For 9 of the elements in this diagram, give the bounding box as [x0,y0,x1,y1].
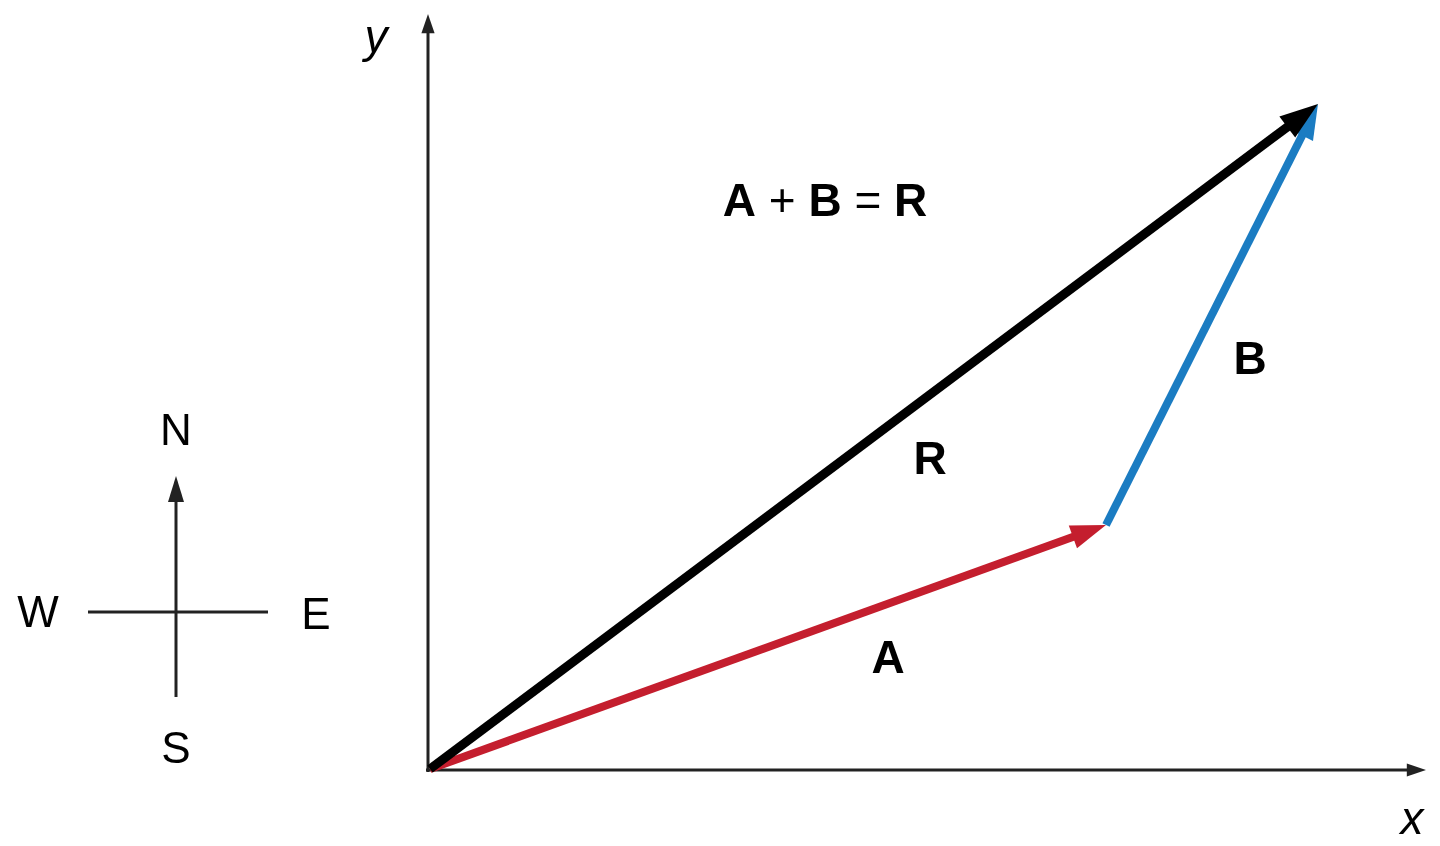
equation-text: A + B = R [722,177,928,223]
vector-label: R [913,435,947,481]
compass-label: E [301,592,331,636]
compass-label: W [17,590,59,634]
vector-label: B [1233,335,1267,381]
compass-label: S [161,726,191,770]
vector-label: A [871,634,905,680]
compass-label: N [160,408,192,452]
axis-label: x [1400,795,1424,841]
